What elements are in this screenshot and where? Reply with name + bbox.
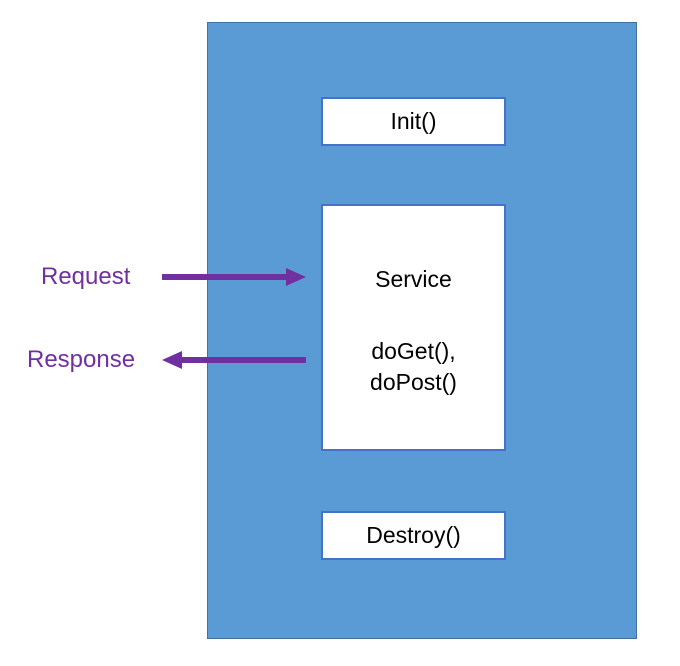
request-label: Request xyxy=(41,263,131,290)
destroy-method-box: Destroy() xyxy=(321,511,506,560)
init-method-label: Init() xyxy=(390,108,437,135)
service-doget-label: doGet(), xyxy=(371,338,456,365)
request-arrow-icon xyxy=(162,268,306,286)
service-dopost-label: doPost() xyxy=(370,368,457,395)
init-method-box: Init() xyxy=(321,97,506,146)
response-arrow-icon xyxy=(162,351,306,369)
response-label: Response xyxy=(27,346,136,373)
service-method-box: Service doGet(), doPost() xyxy=(321,204,506,451)
service-title-label: Service xyxy=(375,266,452,292)
destroy-method-label: Destroy() xyxy=(366,522,461,549)
